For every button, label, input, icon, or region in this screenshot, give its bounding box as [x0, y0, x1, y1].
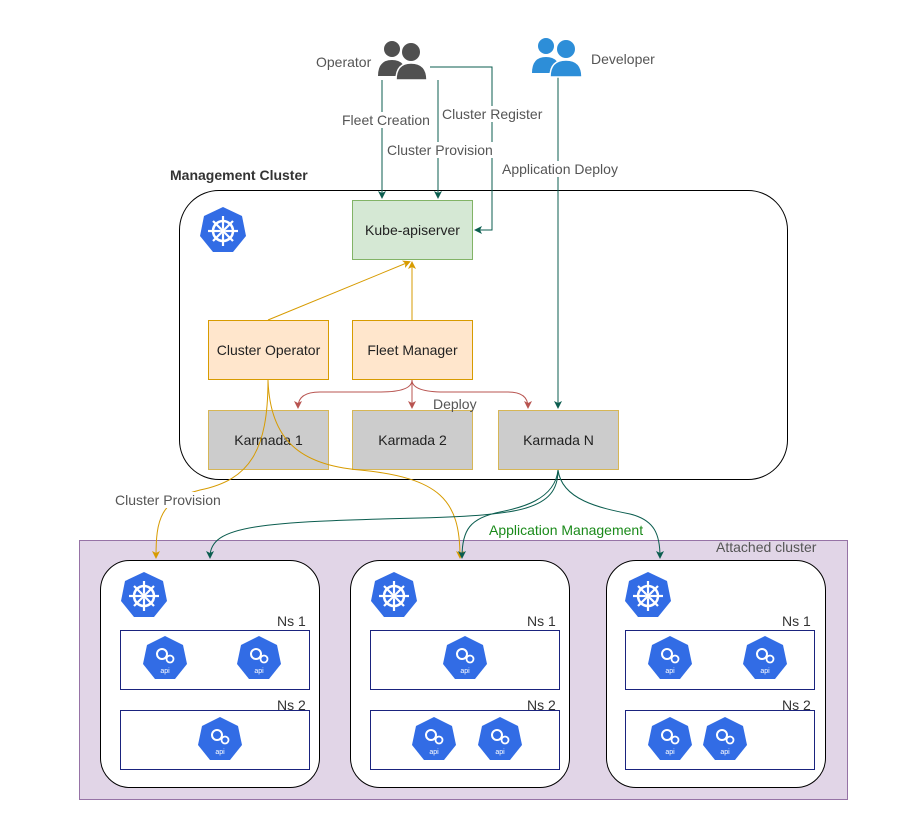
application-management-label: Application Management: [489, 522, 644, 538]
cluster-1-ns-2-label: Ns 2: [277, 697, 306, 713]
kubernetes-logo-icon: [121, 572, 167, 617]
api-resource-label: api: [215, 749, 225, 756]
api-resource-label: api: [429, 749, 439, 756]
cluster-operator-to-apiserver-edge: [267, 260, 411, 321]
api-resource-icon: api: [412, 717, 456, 760]
api-icon-group: api api api api api api api api api api: [143, 636, 787, 760]
api-resource-icon: api: [143, 636, 187, 679]
api-resource-label: api: [760, 668, 770, 675]
application-deploy-label: Application Deploy: [502, 161, 618, 177]
api-resource-label: api: [720, 749, 730, 756]
api-resource-icon: api: [648, 636, 692, 679]
operator-users-icon: [378, 41, 428, 81]
deploy-to-karmada-1-edge: [294, 379, 413, 409]
karmada-n-box[interactable]: Karmada N: [498, 410, 619, 470]
kubernetes-logo-icon: [371, 572, 417, 617]
fleet-manager-box[interactable]: Fleet Manager: [352, 320, 473, 380]
api-resource-label: api: [665, 749, 675, 756]
management-cluster-title: Management Cluster: [170, 167, 308, 183]
cluster-2-ns-2: [370, 710, 560, 770]
cluster-provision-bottom-label: Cluster Provision: [115, 492, 221, 508]
api-resource-icon: api: [743, 636, 787, 679]
api-resource-icon: api: [198, 717, 242, 760]
app-mgmt-to-cluster-1-edge: [206, 469, 559, 559]
cluster-3-ns-1-label: Ns 1: [782, 613, 811, 629]
api-resource-icon: api: [478, 717, 522, 760]
developer-users-icon: [532, 38, 583, 78]
cluster-3-ns-2-label: Ns 2: [782, 697, 811, 713]
api-resource-label: api: [460, 668, 470, 675]
app-mgmt-to-cluster-3-edge: [557, 469, 664, 559]
app-mgmt-to-cluster-2-edge: [458, 469, 559, 559]
kubernetes-logo-icon: [200, 207, 246, 252]
karmada-1-box[interactable]: Karmada 1: [208, 410, 329, 470]
api-resource-label: api: [160, 668, 170, 675]
cluster-register-label: Cluster Register: [442, 106, 543, 122]
attached-cluster-title: Attached cluster: [716, 539, 817, 555]
api-resource-icon: api: [703, 717, 747, 760]
cluster-2-ns-2-label: Ns 2: [527, 697, 556, 713]
deploy-to-karmada-n-edge: [411, 379, 532, 409]
kube-apiserver-box[interactable]: Kube-apiserver: [352, 200, 473, 260]
api-resource-icon: api: [443, 636, 487, 679]
api-resource-icon: api: [648, 717, 692, 760]
cluster-1-ns-1-label: Ns 1: [277, 613, 306, 629]
karmada-2-box[interactable]: Karmada 2: [352, 410, 473, 470]
api-resource-label: api: [665, 668, 675, 675]
fleet-creation-label: Fleet Creation: [342, 112, 430, 128]
kubernetes-logo-icon: [625, 572, 671, 617]
api-resource-label: api: [254, 668, 264, 675]
cluster-operator-box[interactable]: Cluster Operator: [208, 320, 329, 380]
cluster-provision-to-cluster-2-edge: [267, 379, 464, 559]
cluster-provision-to-cluster-1-edge: [152, 379, 269, 559]
cluster-2-ns-1-label: Ns 1: [527, 613, 556, 629]
operator-label: Operator: [316, 54, 372, 70]
cluster-provision-top-label: Cluster Provision: [387, 142, 493, 158]
deploy-label: Deploy: [433, 396, 477, 412]
developer-label: Developer: [591, 51, 655, 67]
management-cluster-container: [179, 190, 788, 480]
api-resource-icon: api: [237, 636, 281, 679]
api-resource-label: api: [495, 749, 505, 756]
